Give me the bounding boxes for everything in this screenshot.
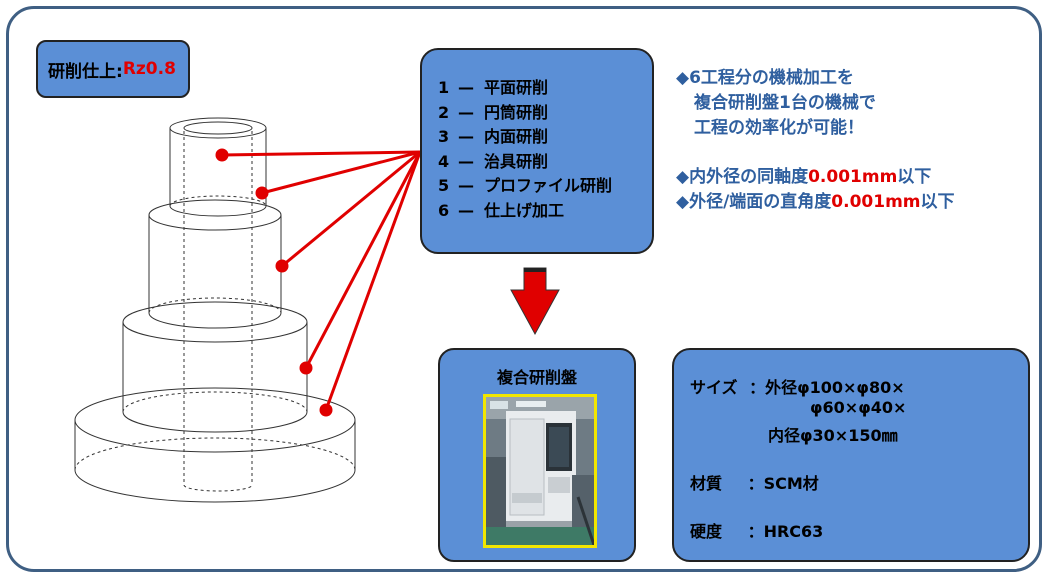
spec-size-row: サイズ ：外径φ100×φ80× (690, 374, 905, 398)
tier-base (74, 387, 356, 503)
process-item: 6—仕上げ加工 (438, 200, 565, 220)
process-item: 3—内面研削 (438, 127, 549, 146)
spec-size-line2: φ60×φ40× (810, 398, 907, 417)
spec-hardness-label: 硬度 (690, 522, 723, 541)
machine-box: 複合研削盤 (438, 348, 636, 562)
feature-notes: ◆6工程分の機械加工を 複合研削盤1台の機械で 工程の効率化が可能！ ◆内外径の… (676, 66, 955, 215)
tier-3 (122, 301, 308, 433)
tier-2 (148, 199, 282, 329)
finish-label-box: 研削仕上:Rz0.8 (36, 40, 190, 98)
process-item: 4—治具研削 (438, 151, 549, 171)
process-item: 5—プロファイル研削 (438, 176, 613, 195)
spec-material-value: ：SCM材 (747, 474, 819, 493)
leader-lines (215, 148, 422, 417)
process-item: 1—平面研削 (438, 78, 549, 97)
spec-size-label: サイズ (690, 378, 738, 397)
spec-hardness-row: 硬度 ：HRC63 (690, 518, 823, 542)
note-coaxiality: ◆内外径の同軸度0.001mm以下 (676, 167, 932, 187)
spec-size-value: ：外径φ100×φ80× (749, 378, 905, 397)
machine-photo (483, 394, 597, 548)
note-line-2: 複合研削盤1台の機械で (694, 93, 876, 113)
spec-size-line3: 内径φ30×150㎜ (768, 426, 898, 445)
process-list-box: 1—平面研削 2—円筒研削 3—内面研削 4—治具研削 5—プロファイル研削 6… (420, 48, 654, 254)
spec-box: サイズ ：外径φ100×φ80× φ60×φ40× 内径φ30×150㎜ 材質 … (672, 348, 1030, 562)
grinding-machine-image (486, 397, 594, 545)
spec-material-row: 材質 ：SCM材 (690, 470, 819, 494)
machine-title: 複合研削盤 (496, 368, 577, 387)
note-line-1: ◆6工程分の機械加工を (676, 68, 854, 88)
note-perpendicularity: ◆外径/端面の直角度0.001mm以下 (676, 192, 955, 212)
note-line-3: 工程の効率化が可能！ (694, 118, 864, 138)
inner-bore (183, 131, 253, 492)
tier-top (169, 117, 267, 217)
spec-hardness-value: ：HRC63 (747, 522, 824, 541)
down-arrow-icon (510, 267, 560, 336)
process-item: 2—円筒研削 (438, 102, 549, 122)
spec-material-label: 材質 (690, 474, 723, 493)
finish-prefix: 研削仕上: (48, 61, 123, 82)
finish-value: Rz0.8 (122, 59, 176, 79)
